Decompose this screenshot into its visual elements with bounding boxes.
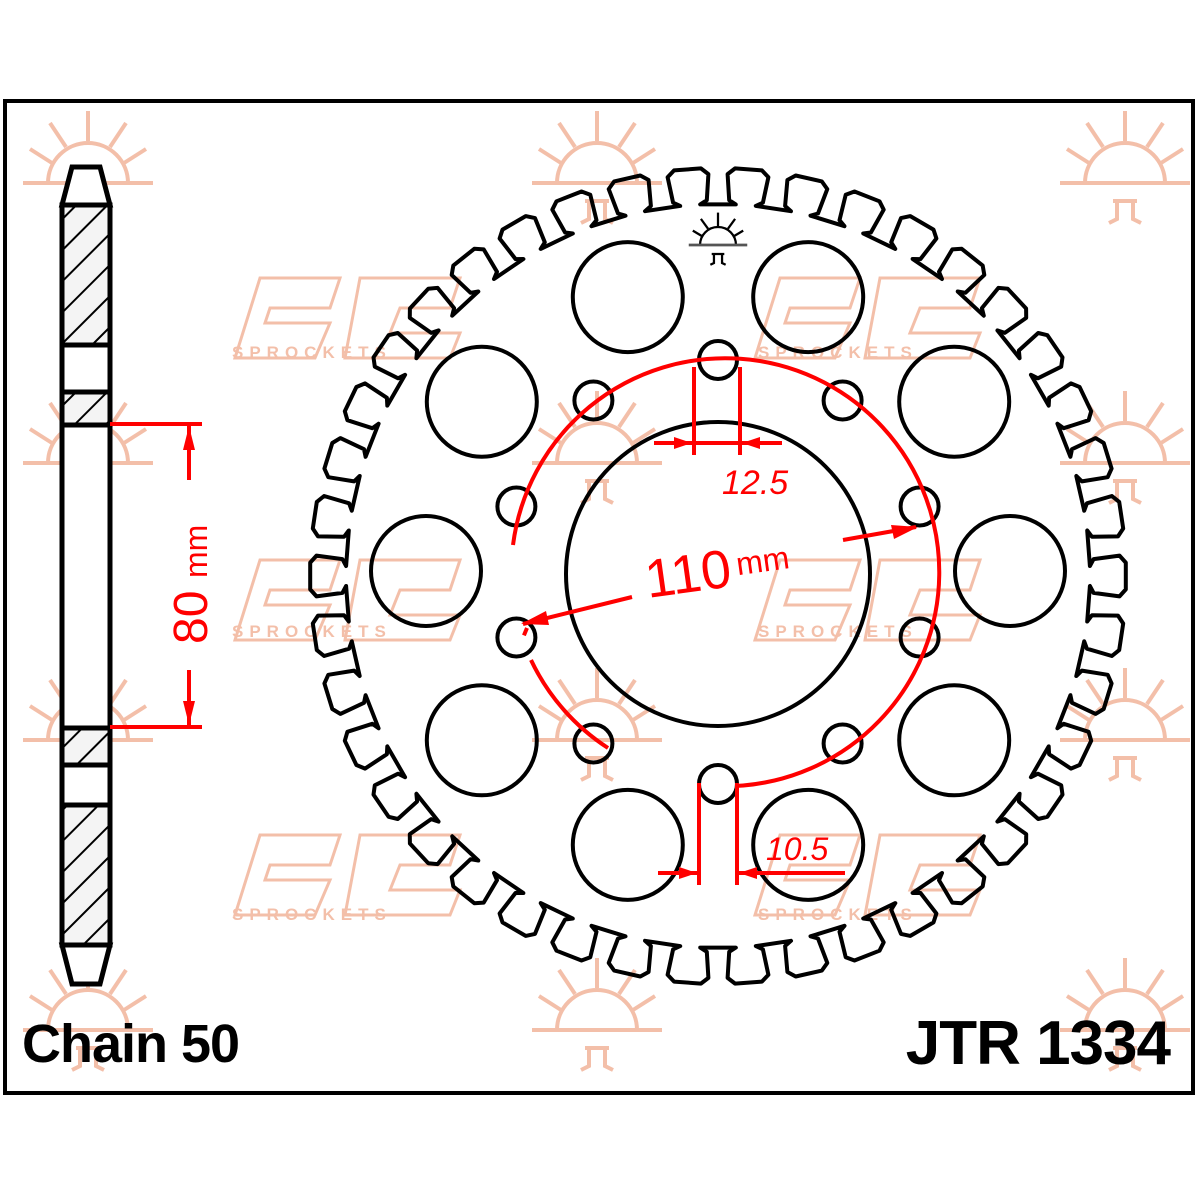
slot-width-arrows xyxy=(674,437,760,449)
watermark-layer: SPROCKETS SPROCKETS SPROCKETS SPROCKETS … xyxy=(21,109,1192,1072)
svg-text:80: 80 xyxy=(165,591,218,644)
lightening-hole xyxy=(570,787,685,902)
lightening-hole xyxy=(424,344,539,459)
bolt-hole xyxy=(821,722,864,765)
slot-width-label: 12.5 xyxy=(722,464,788,502)
bolt-hole xyxy=(898,616,941,659)
svg-text:SPROCKETS: SPROCKETS xyxy=(232,622,392,641)
lightening-hole xyxy=(751,787,866,902)
part-number-label: JTR 1334 xyxy=(905,1009,1171,1078)
lightening-hole xyxy=(751,240,866,355)
svg-text:SPROCKETS: SPROCKETS xyxy=(232,905,392,924)
bolt-hole xyxy=(572,722,615,765)
svg-text:mm: mm xyxy=(178,525,214,578)
svg-text:SPROCKETS: SPROCKETS xyxy=(758,905,918,924)
lightening-hole xyxy=(570,240,685,355)
bolt-hole xyxy=(495,616,538,659)
bolt-hole-label: 10.5 xyxy=(766,831,828,867)
center-logo-icon xyxy=(688,212,748,266)
center-bore xyxy=(564,420,872,728)
bolt-hole xyxy=(898,485,941,528)
lightening-hole xyxy=(369,514,483,628)
svg-text:110: 110 xyxy=(641,538,735,609)
pcd-arrows xyxy=(521,525,918,625)
svg-text:mm: mm xyxy=(734,539,792,582)
chain-size-label: Chain 50 xyxy=(22,1014,240,1074)
thickness-dimension-label: 80 mm xyxy=(165,525,218,644)
svg-text:SPROCKETS: SPROCKETS xyxy=(758,343,918,362)
pcd-label: 110 mm xyxy=(641,538,792,609)
lightening-hole xyxy=(424,683,539,798)
bolt-holes xyxy=(495,339,941,805)
svg-text:SPROCKETS: SPROCKETS xyxy=(758,622,918,641)
lightening-hole xyxy=(897,344,1012,459)
bolt-hole xyxy=(821,379,864,422)
lightening-hole xyxy=(953,514,1067,628)
lightening-hole xyxy=(897,683,1012,798)
sprocket-side-profile xyxy=(58,164,114,987)
thickness-dimension xyxy=(110,422,202,729)
sprocket-outline xyxy=(308,166,1128,986)
svg-text:SPROCKETS: SPROCKETS xyxy=(232,343,392,362)
bolt-hole xyxy=(572,379,615,422)
lightening-holes xyxy=(369,240,1067,902)
bolt-hole-arrows xyxy=(679,867,757,879)
